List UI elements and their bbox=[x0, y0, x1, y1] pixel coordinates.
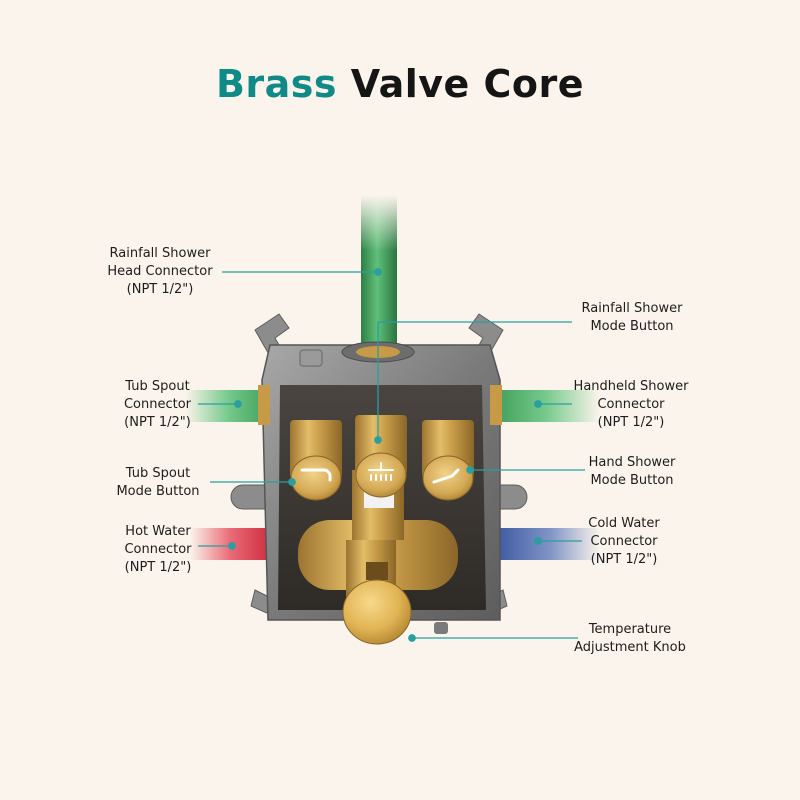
handheld-pipe bbox=[490, 390, 600, 422]
label-hand-shower-mode-button: Hand Shower Mode Button bbox=[588, 455, 676, 488]
label-handheld-connector: Handheld Shower Connector (NPT 1/2") bbox=[573, 379, 689, 430]
label-hot-water-connector: Hot Water Connector (NPT 1/2") bbox=[124, 524, 192, 575]
label-cold-water-connector: Cold Water Connector (NPT 1/2") bbox=[588, 516, 660, 567]
hand-shower-icon bbox=[432, 468, 460, 484]
hand-shower-mode-button[interactable] bbox=[422, 455, 474, 501]
tub-spout-icon bbox=[300, 468, 332, 482]
title-rest: Valve Core bbox=[350, 62, 585, 106]
tub-spout-mode-button[interactable] bbox=[290, 455, 342, 501]
label-tub-spout-connector: Tub Spout Connector (NPT 1/2") bbox=[123, 379, 192, 430]
rainfall-shower-icon bbox=[368, 462, 394, 481]
label-rainfall-head-connector: Rainfall Shower Head Connector (NPT 1/2"… bbox=[107, 246, 213, 297]
label-tub-spout-mode-button: Tub Spout Mode Button bbox=[116, 466, 200, 499]
page-title: Brass Valve Core bbox=[0, 62, 800, 106]
callout-lines bbox=[198, 268, 585, 642]
rainfall-mode-button[interactable] bbox=[355, 452, 407, 498]
cold-water-pipe bbox=[490, 528, 600, 560]
label-temperature-knob: Temperature Adjustment Knob bbox=[574, 622, 686, 655]
title-accent: Brass bbox=[215, 62, 338, 106]
temperature-knob[interactable] bbox=[342, 540, 448, 645]
label-rainfall-mode-button: Rainfall Shower Mode Button bbox=[581, 301, 683, 334]
